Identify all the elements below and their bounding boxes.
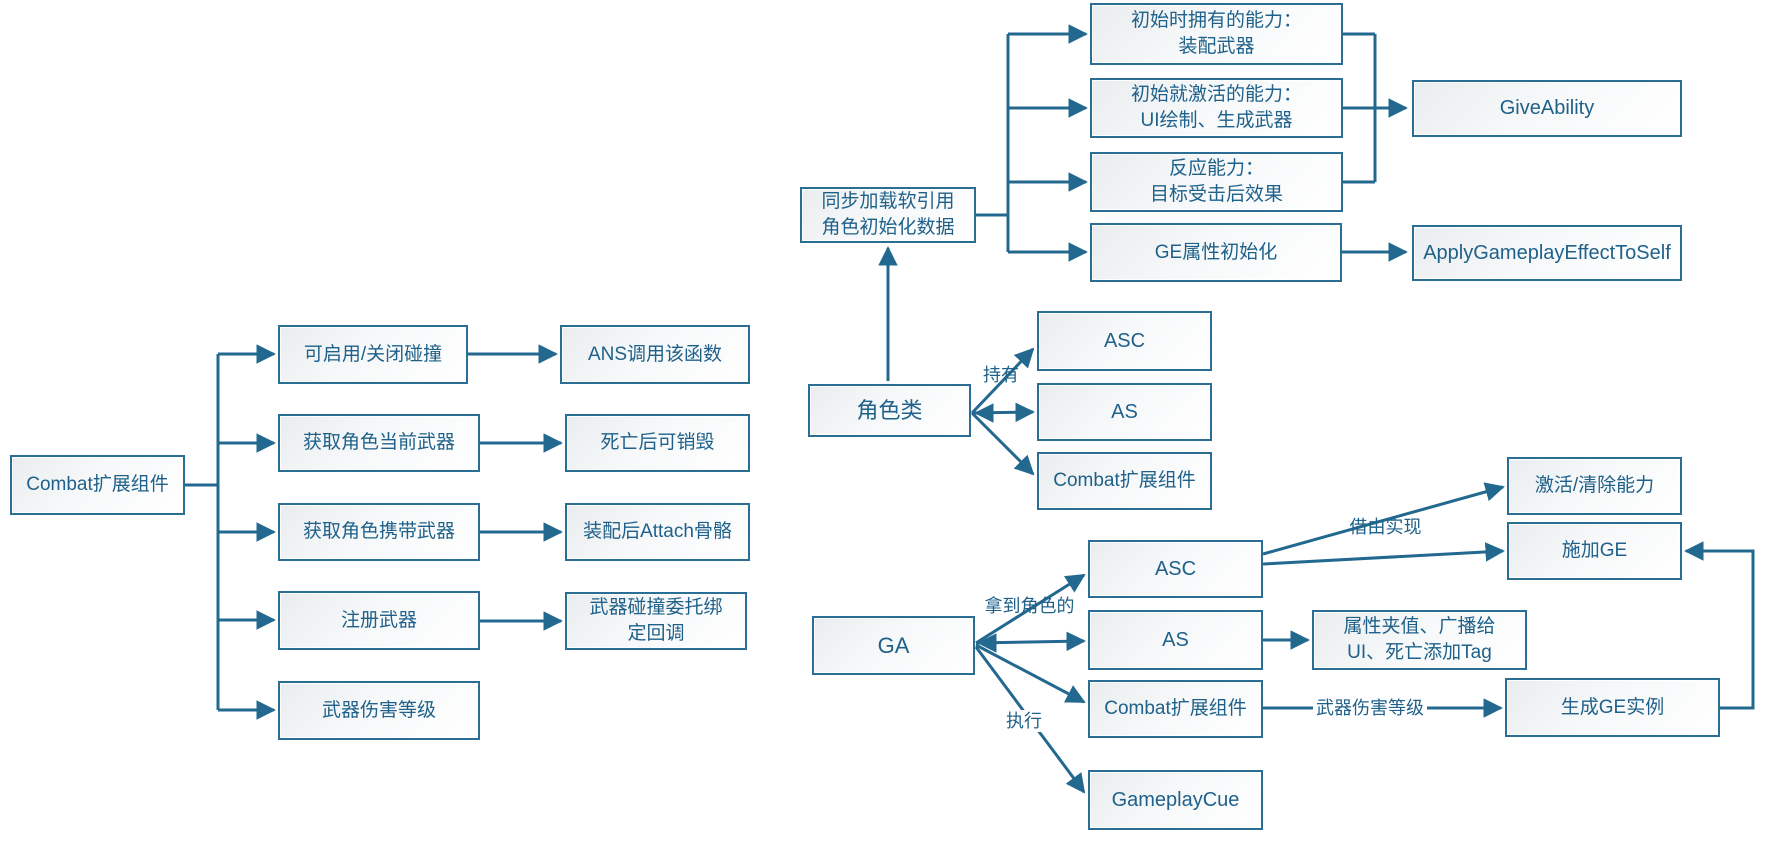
node-get-current-weapon: 获取角色当前武器 <box>278 414 480 472</box>
node-ans-call: ANS调用该函数 <box>560 325 750 384</box>
node-collision-delegate: 武器碰撞委托绑 定回调 <box>565 592 747 650</box>
node-give-ability: GiveAbility <box>1412 80 1682 137</box>
edge-label-via-implementation: 借由实现 <box>1349 517 1422 537</box>
node-destroy-after-death: 死亡后可销毁 <box>565 414 750 472</box>
node-reactive-ability: 反应能力： 目标受击后效果 <box>1090 152 1343 212</box>
node-weapon-damage-level: 武器伤害等级 <box>278 681 480 740</box>
node-toggle-collision: 可启用/关闭碰撞 <box>278 325 468 384</box>
node-ga: GA <box>812 616 975 675</box>
node-activate-clear-ability: 激活/清除能力 <box>1507 457 1682 515</box>
node-apply-ge: 施加GE <box>1507 522 1682 580</box>
node-apply-gameplay-effect-to-self: ApplyGameplayEffectToSelf <box>1412 225 1682 281</box>
node-attach-after-equip: 装配后Attach骨骼 <box>565 503 750 561</box>
node-gen-ge-instance: 生成GE实例 <box>1505 678 1720 737</box>
node-sync-load-init-data: 同步加载软引用 角色初始化数据 <box>800 187 976 243</box>
node-initial-owned-abilities: 初始时拥有的能力： 装配武器 <box>1090 3 1343 65</box>
node-ge-attr-init: GE属性初始化 <box>1090 223 1342 282</box>
edge-label-holds: 持有 <box>983 365 1019 385</box>
node-get-carried-weapon: 获取角色携带武器 <box>278 503 480 561</box>
node-asc-ga: ASC <box>1088 540 1263 598</box>
edge-label-get-character: 拿到角色的 <box>984 596 1075 616</box>
node-asc-held: ASC <box>1037 311 1212 371</box>
node-register-weapon: 注册武器 <box>278 591 480 650</box>
node-combat-ga: Combat扩展组件 <box>1088 680 1263 738</box>
node-as-held: AS <box>1037 383 1212 441</box>
node-character-class: 角色类 <box>808 384 971 437</box>
node-gameplay-cue: GameplayCue <box>1088 770 1263 830</box>
node-attr-clamp-broadcast: 属性夹值、广播给 UI、死亡添加Tag <box>1312 610 1527 670</box>
edge-label-execute: 执行 <box>1003 710 1045 732</box>
node-as-ga: AS <box>1088 610 1263 670</box>
node-combat-root: Combat扩展组件 <box>10 455 185 515</box>
node-initial-active-abilities: 初始就激活的能力： UI绘制、生成武器 <box>1090 78 1343 138</box>
node-combat-held: Combat扩展组件 <box>1037 452 1212 510</box>
edge-label-weapon-damage: 武器伤害等级 <box>1313 697 1427 719</box>
